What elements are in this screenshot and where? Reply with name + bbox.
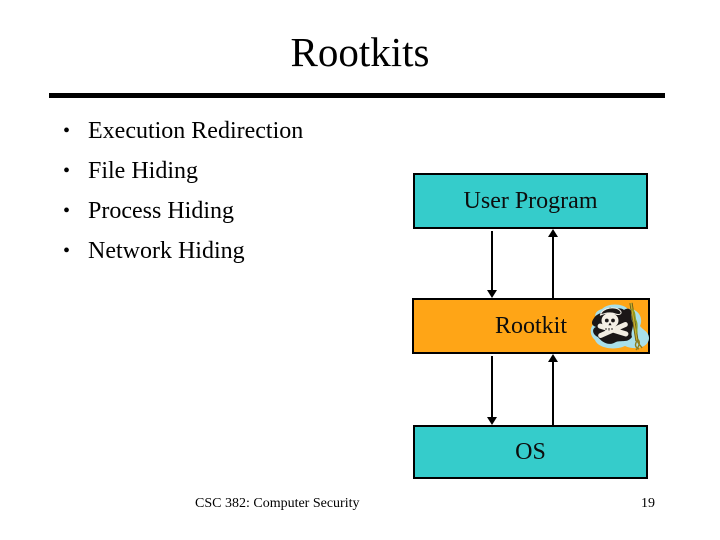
user-program-box: User Program (413, 173, 648, 229)
title-divider (49, 93, 665, 98)
arrow-userprogram-to-rootkit-line (491, 231, 493, 290)
bullet-icon: • (63, 240, 71, 262)
bullet-text: File Hiding (88, 157, 199, 184)
arrow-down-icon (487, 290, 497, 298)
os-label: OS (515, 438, 546, 465)
arrow-rootkit-to-userprogram-line (552, 237, 554, 298)
arrow-os-to-rootkit-line (552, 362, 554, 425)
footer-course-text: CSC 382: Computer Security (195, 496, 360, 511)
list-item: • File Hiding (63, 151, 303, 191)
bullet-text: Process Hiding (88, 197, 234, 224)
list-item: • Process Hiding (63, 191, 303, 231)
list-item: • Execution Redirection (63, 111, 303, 151)
os-box: OS (413, 425, 648, 479)
page-number: 19 (641, 496, 655, 511)
bullet-text: Execution Redirection (88, 117, 304, 144)
rootkit-label: Rootkit (494, 312, 567, 339)
pirate-flag-icon (590, 302, 649, 351)
user-program-label: User Program (463, 187, 598, 214)
page-title: Rootkits (290, 29, 430, 75)
arrow-up-icon (548, 354, 558, 362)
bullet-icon: • (63, 120, 71, 142)
arrow-down-icon (487, 417, 497, 425)
list-item: • Network Hiding (63, 231, 303, 271)
arrow-rootkit-to-os-line (491, 356, 493, 417)
arrow-up-icon (548, 229, 558, 237)
bullet-icon: • (63, 200, 71, 222)
rootkit-box: Rootkit (412, 298, 650, 354)
bullet-icon: • (63, 160, 71, 182)
bullet-text: Network Hiding (88, 237, 245, 264)
bullet-list: • Execution Redirection • File Hiding • … (63, 111, 303, 271)
